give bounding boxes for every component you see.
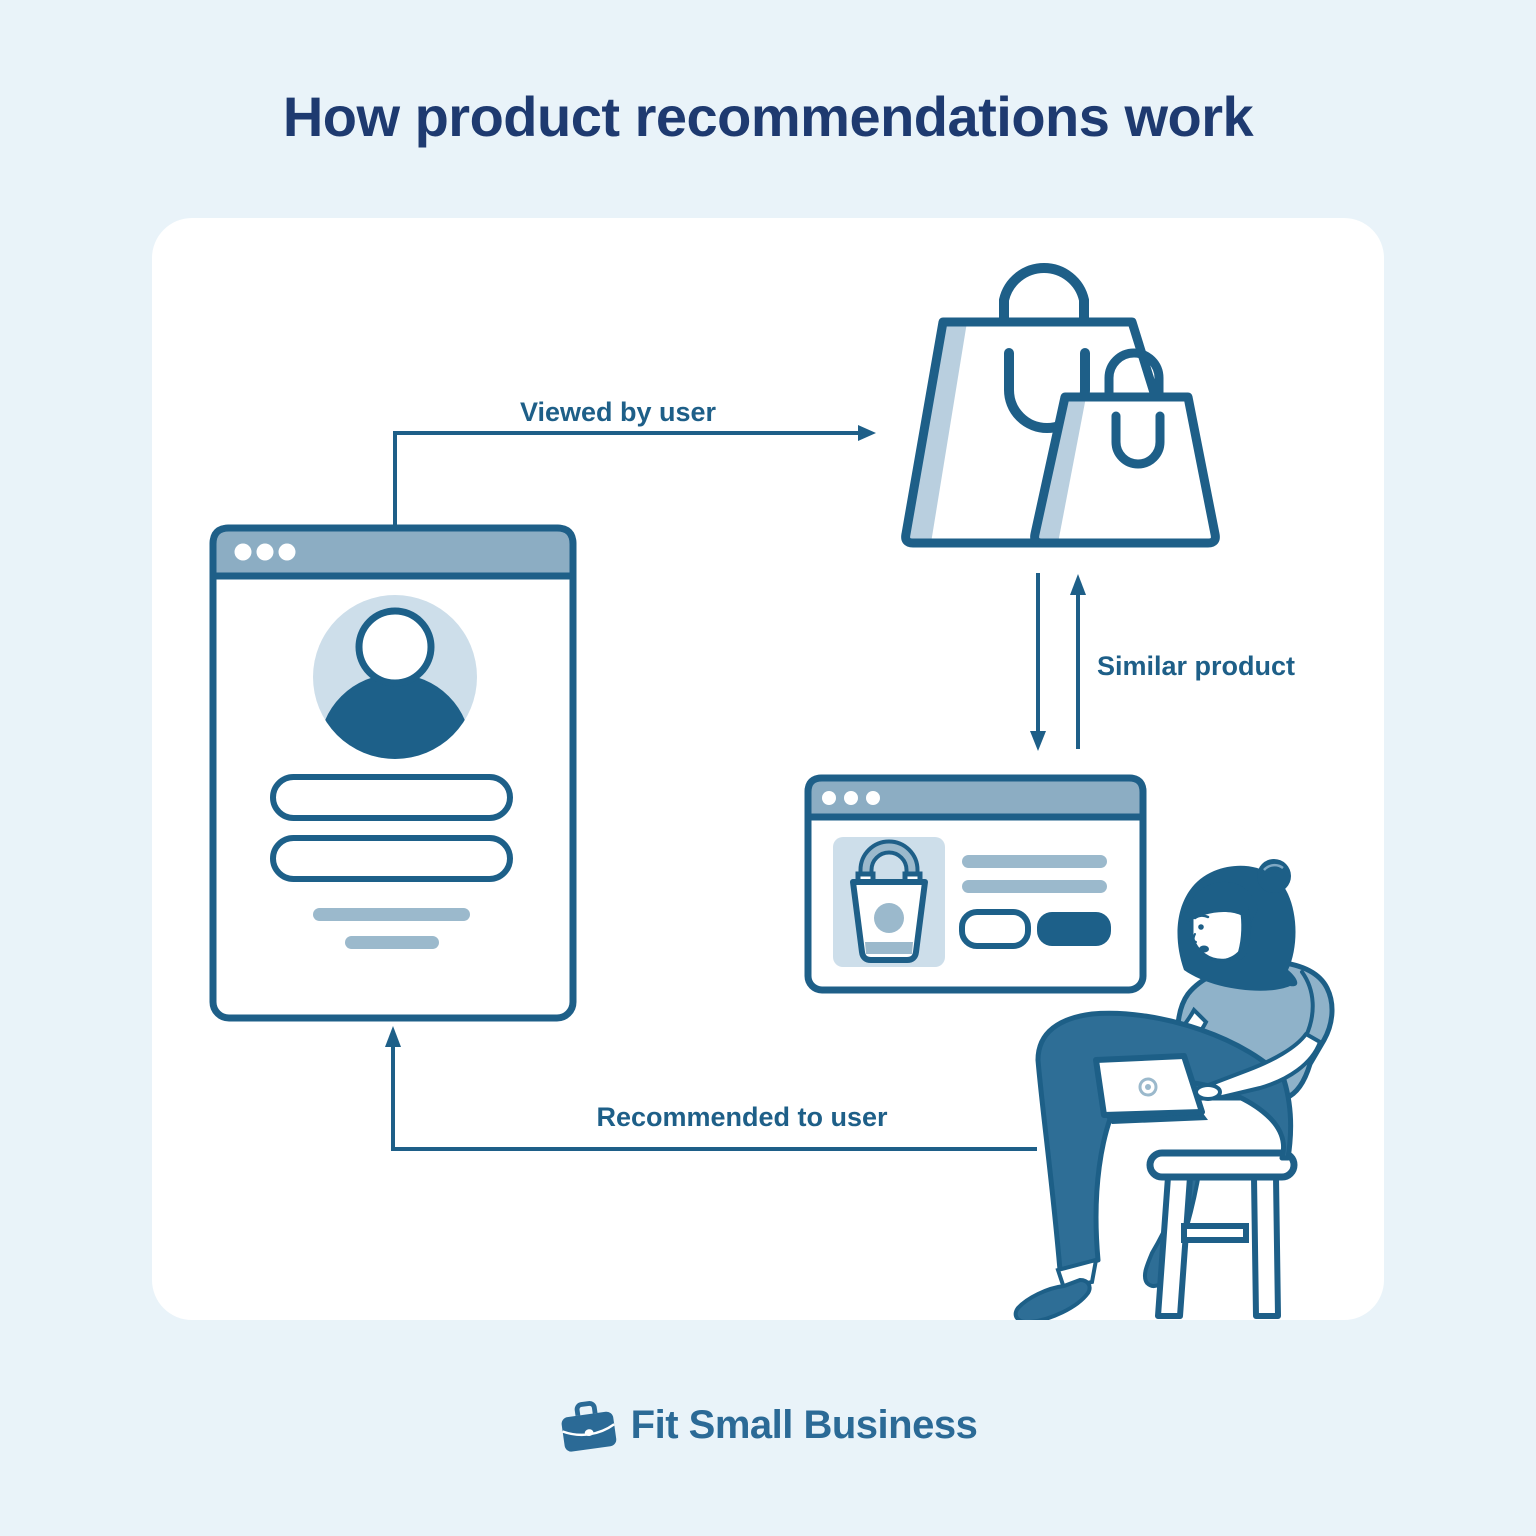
brand-footer: Fit Small Business [0, 1398, 1536, 1452]
diagram-card: Viewed by user Similar product Recommend… [152, 218, 1384, 1320]
window-dot-icon [234, 543, 252, 561]
sleeve-seam [1300, 970, 1315, 1038]
browser-header-bar [209, 524, 577, 580]
page-title: How product recommendations work [282, 85, 1254, 148]
shoe [1013, 1277, 1092, 1320]
nose [1192, 933, 1197, 943]
viewed-by-user-arrow [393, 425, 876, 528]
window-dot-icon [822, 791, 836, 805]
hand [1194, 1083, 1222, 1101]
brand-name: Fit Small Business [630, 1402, 978, 1447]
bangs [1186, 881, 1258, 924]
user-avatar [313, 595, 477, 759]
small-shopping-bag [1030, 392, 1220, 548]
briefcase-icon [561, 1401, 616, 1452]
tote-bag-icon [850, 839, 928, 963]
recommended-to-user-label: Recommended to user [596, 1102, 888, 1132]
text-line-placeholder [313, 908, 470, 921]
stool-seat [1146, 1149, 1298, 1181]
mouth [1199, 945, 1209, 953]
woman-with-laptop-illustration [1013, 859, 1335, 1320]
eyebrow [1193, 914, 1210, 920]
profile-field-placeholder [270, 835, 513, 882]
flow-diagram: Viewed by user Similar product Recommend… [209, 263, 1335, 1320]
stool-leg [1155, 1174, 1193, 1319]
window-dot-icon [278, 543, 296, 561]
profile-field-placeholder [270, 774, 513, 821]
text-line-placeholder [345, 936, 439, 949]
stool [1146, 1149, 1298, 1319]
similar-product-arrows [1030, 573, 1086, 751]
laptop-logo-icon [1138, 1077, 1158, 1097]
primary-button-placeholder [1037, 912, 1111, 946]
text-line-placeholder [962, 855, 1107, 868]
laptop [1093, 1053, 1208, 1124]
stool-leg [1251, 1174, 1281, 1319]
user-profile-window [209, 524, 577, 1022]
recommended-to-user-arrow [385, 1026, 1037, 1151]
window-dot-icon [844, 791, 858, 805]
small-bag-handle-slot [1111, 411, 1165, 469]
small-bag-handle [1104, 348, 1164, 405]
similar-product-label: Similar product [1097, 651, 1295, 681]
viewed-by-user-label: Viewed by user [520, 397, 717, 427]
browser-header-bar [804, 774, 1147, 821]
bag-handle [999, 263, 1089, 335]
product-page-window [804, 774, 1147, 994]
text-line-placeholder [962, 880, 1107, 893]
bun-detail [1263, 863, 1284, 871]
window-dot-icon [866, 791, 880, 805]
head [1177, 859, 1298, 991]
eye [1198, 924, 1204, 930]
shopping-bags-illustration [901, 263, 1220, 548]
hair-strand [1237, 906, 1251, 960]
secondary-button-placeholder [959, 909, 1031, 949]
stool-crossbar [1181, 1223, 1249, 1243]
window-dot-icon [256, 543, 274, 561]
